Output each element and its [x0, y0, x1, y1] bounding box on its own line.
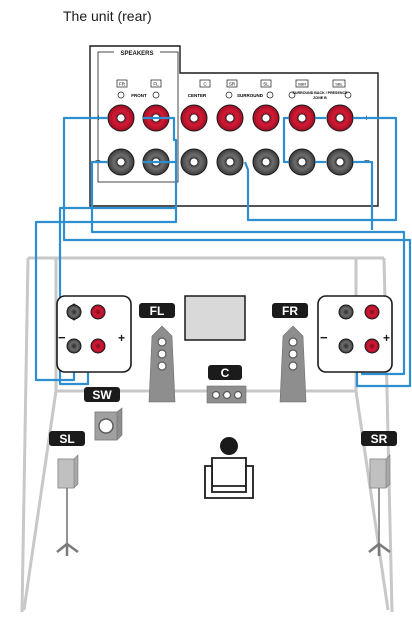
- terminal-code-fr: FR: [116, 79, 128, 88]
- sr-plus-terminal: [216, 104, 244, 132]
- svg-text:SL: SL: [263, 82, 269, 87]
- listener: [204, 437, 254, 499]
- wire-sbl-plus: [243, 116, 398, 222]
- speakers-section-label: SPEAKERS: [120, 51, 153, 57]
- armchair-icon: [204, 465, 254, 499]
- front-group-label: FRONT: [131, 93, 147, 98]
- sbl-plus-terminal: [326, 104, 354, 132]
- fr-minus-terminal: [107, 148, 135, 176]
- sbr-plus-terminal: [288, 104, 316, 132]
- center-group-label: CENTER: [188, 93, 207, 98]
- fr-plus-terminal: [107, 104, 135, 132]
- terminal-code-c: C: [199, 79, 211, 88]
- front-left-terminal-block: − +: [56, 295, 132, 373]
- fl-label-badge: [139, 303, 175, 318]
- right-channel-marker-icon: [225, 91, 233, 99]
- sbr-minus-terminal: [288, 148, 316, 176]
- left-channel-marker-icon: [344, 91, 352, 99]
- left-channel-marker-icon: [266, 91, 274, 99]
- right-channel-marker-icon: [117, 91, 125, 99]
- rear-panel: SPEAKERS FR FL C SR SL SBR SBL: [89, 45, 379, 207]
- terminal-code-sbl: SBL: [332, 79, 346, 88]
- sl-label: SL: [59, 432, 74, 446]
- fr-tweeter-icon: [288, 337, 298, 347]
- subwoofer: SW: [84, 387, 123, 441]
- center-driver-icon: [233, 390, 243, 400]
- sl-plus-terminal: [252, 104, 280, 132]
- room-right-edge: [354, 390, 390, 611]
- c-plus-terminal: [180, 104, 208, 132]
- fl-speaker-minus-terminal-lower: [66, 338, 82, 354]
- sl-stand-base-icon: [56, 542, 79, 556]
- svg-text:FL: FL: [153, 82, 159, 87]
- sl-label-badge: [49, 431, 85, 446]
- svg-text:SBR: SBR: [298, 82, 306, 87]
- sr-minus-terminal: [216, 148, 244, 176]
- front-right-speaker: FR: [272, 303, 308, 403]
- svg-text:C: C: [203, 82, 207, 87]
- wire-sbl-minus: [353, 160, 374, 230]
- fl-plus-label: +: [118, 331, 125, 345]
- wire-sbr-bridge: [282, 116, 289, 164]
- surround-right-speaker: SR: [361, 431, 397, 556]
- terminal-code-fl: FL: [150, 79, 162, 88]
- fr-speaker-minus-terminal-upper: [338, 304, 354, 320]
- center-label: C: [221, 366, 230, 380]
- sr-label-badge: [361, 431, 397, 446]
- surround-group-label: SURROUND: [237, 93, 264, 98]
- sr-stand-base-icon: [368, 542, 391, 556]
- fr-speaker-plus-terminal-upper: [364, 304, 380, 320]
- c-minus-terminal: [180, 148, 208, 176]
- svg-text:SR: SR: [229, 82, 236, 87]
- fr-speaker-minus-terminal-lower: [338, 338, 354, 354]
- left-channel-marker-icon: [152, 91, 160, 99]
- terminal-code-sbr: SBR: [295, 79, 309, 88]
- fr-woofer-icon: [288, 361, 298, 371]
- fl-woofer-icon: [157, 349, 167, 359]
- center-driver-icon: [222, 390, 232, 400]
- fl-woofer-icon: [157, 361, 167, 371]
- fl-speaker-plus-terminal-lower: [90, 338, 106, 354]
- sr-label: SR: [371, 432, 388, 446]
- speaker-wires: [34, 116, 412, 388]
- fl-label: FL: [150, 304, 165, 318]
- svg-text:SBL: SBL: [335, 82, 343, 87]
- terminal-code-sl: SL: [260, 79, 272, 88]
- wire-fr-plus: [62, 116, 412, 388]
- fr-speaker-plus-terminal-lower: [364, 338, 380, 354]
- fr-woofer-icon: [288, 349, 298, 359]
- wire-fl-minus: [34, 208, 178, 382]
- center-label-badge: [208, 365, 242, 380]
- tv-screen: [184, 295, 246, 341]
- listener-head-icon: [220, 437, 238, 455]
- sw-label-badge: [84, 387, 120, 402]
- surround-back-group-label: SURROUND BACK / PRESENCE: [293, 91, 349, 95]
- sl-minus-terminal: [252, 148, 280, 176]
- fr-label: FR: [282, 304, 298, 318]
- center-speaker: C: [206, 365, 247, 404]
- center-driver-icon: [211, 390, 221, 400]
- surround-left-speaker: SL: [49, 431, 85, 556]
- fl-tweeter-icon: [157, 337, 167, 347]
- svg-text:FR: FR: [119, 82, 126, 87]
- fr-minus-label: −: [320, 330, 328, 345]
- sw-driver-icon: [98, 418, 114, 434]
- fr-label-badge: [272, 303, 308, 318]
- fl-minus-label: −: [58, 330, 66, 345]
- room-left-edge: [22, 390, 58, 611]
- room-left-wall: [20, 257, 30, 613]
- sw-label: SW: [92, 388, 112, 402]
- diagram-caption: The unit (rear): [63, 8, 152, 24]
- front-right-terminal-block: − +: [317, 295, 393, 373]
- fl-speaker-minus-terminal-upper: [66, 304, 82, 320]
- front-left-speaker: FL: [139, 303, 176, 403]
- terminal-code-sr: SR: [226, 79, 238, 88]
- sbl-minus-terminal: [326, 148, 354, 176]
- right-channel-marker-icon: [288, 91, 296, 99]
- fl-speaker-plus-terminal-upper: [90, 304, 106, 320]
- wire-fr-minus: [90, 160, 406, 376]
- fr-plus-label: +: [383, 331, 390, 345]
- zone-b-group-label: ZONE B: [313, 96, 327, 100]
